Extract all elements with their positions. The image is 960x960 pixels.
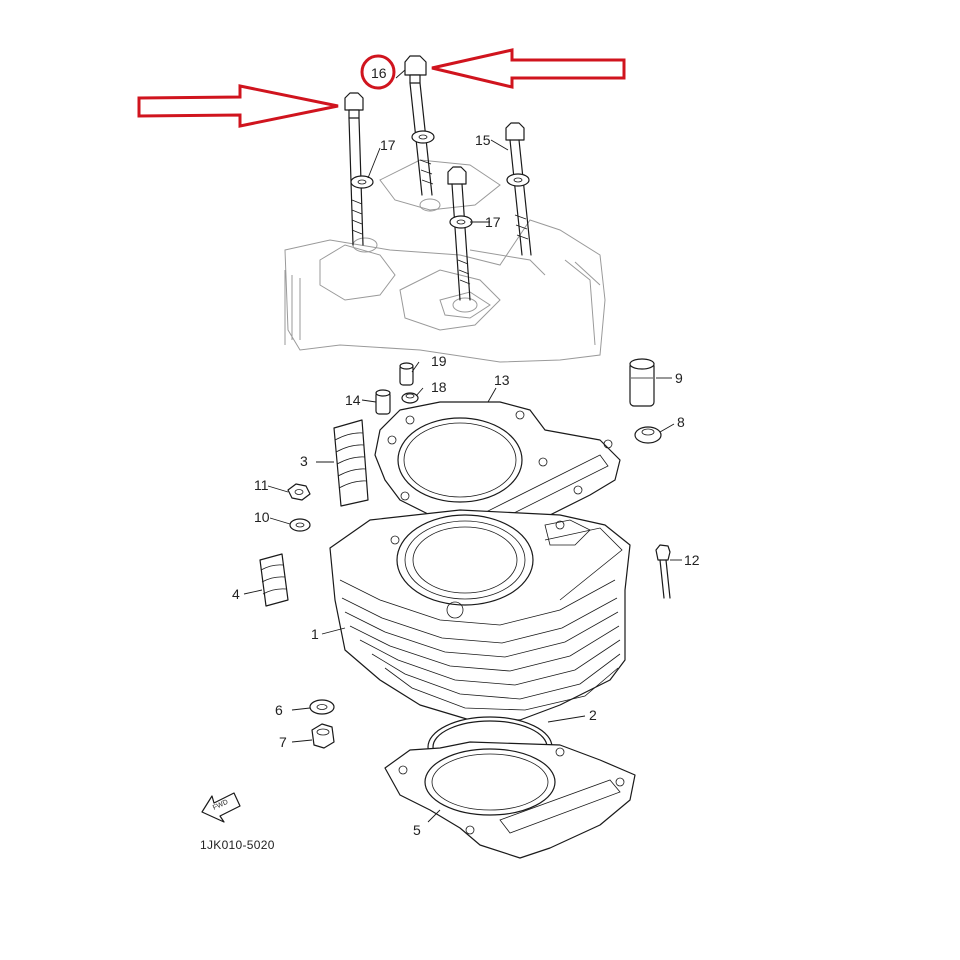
head-gasket-13 bbox=[374, 401, 621, 541]
red-arrow-left-pointing-icon bbox=[431, 48, 626, 89]
callout-4: 4 bbox=[232, 586, 240, 602]
o-ring-18 bbox=[401, 392, 419, 404]
head-bolt-center bbox=[447, 166, 471, 301]
callout-3: 3 bbox=[300, 453, 308, 469]
callout-15: 15 bbox=[475, 132, 491, 148]
callout-7: 7 bbox=[279, 734, 287, 750]
dowel-pin-19 bbox=[399, 362, 414, 386]
dowel-pin-14 bbox=[375, 389, 391, 415]
callout-5: 5 bbox=[413, 822, 421, 838]
callout-6: 6 bbox=[275, 702, 283, 718]
callout-17-right: 17 bbox=[485, 214, 501, 230]
callout-2: 2 bbox=[589, 707, 597, 723]
fwd-arrow-icon: FWD bbox=[201, 792, 241, 823]
callout-10: 10 bbox=[254, 509, 270, 525]
callout-13: 13 bbox=[494, 372, 510, 388]
callout-19: 19 bbox=[431, 353, 447, 369]
callout-12: 12 bbox=[684, 552, 700, 568]
callout-16: 16 bbox=[371, 65, 387, 81]
head-bolt-15 bbox=[505, 122, 532, 256]
callout-18: 18 bbox=[431, 379, 447, 395]
head-bolt-16-left bbox=[344, 92, 364, 246]
plug-9 bbox=[629, 358, 655, 407]
callouts: 16 17 15 17 19 18 14 13 9 8 3 11 10 4 12… bbox=[232, 65, 700, 838]
callout-17-top: 17 bbox=[380, 137, 396, 153]
nut-11 bbox=[287, 483, 311, 501]
part-code: 1JK010-5020 bbox=[200, 838, 275, 852]
leader-lines bbox=[243, 69, 682, 823]
callout-14: 14 bbox=[345, 392, 361, 408]
nut-7 bbox=[311, 723, 335, 749]
callout-8: 8 bbox=[677, 414, 685, 430]
cylinder-block-1 bbox=[329, 509, 631, 721]
base-gasket-5 bbox=[384, 741, 636, 859]
red-circle-highlight bbox=[360, 54, 396, 90]
washers-17 bbox=[350, 130, 530, 229]
callout-9: 9 bbox=[675, 370, 683, 386]
bolt-12 bbox=[655, 544, 671, 599]
head-bolt-16-right bbox=[404, 55, 434, 196]
cylinder-head bbox=[284, 159, 606, 363]
washer-10 bbox=[289, 518, 311, 532]
stud-bolt-3 bbox=[333, 419, 369, 507]
callout-1: 1 bbox=[311, 626, 319, 642]
callout-11: 11 bbox=[254, 477, 269, 493]
grommet-8 bbox=[634, 426, 662, 444]
red-arrow-right-pointing-icon bbox=[137, 84, 339, 128]
washer-6 bbox=[309, 699, 335, 715]
red-annotations bbox=[137, 48, 626, 128]
stud-bolt-4 bbox=[259, 553, 289, 607]
